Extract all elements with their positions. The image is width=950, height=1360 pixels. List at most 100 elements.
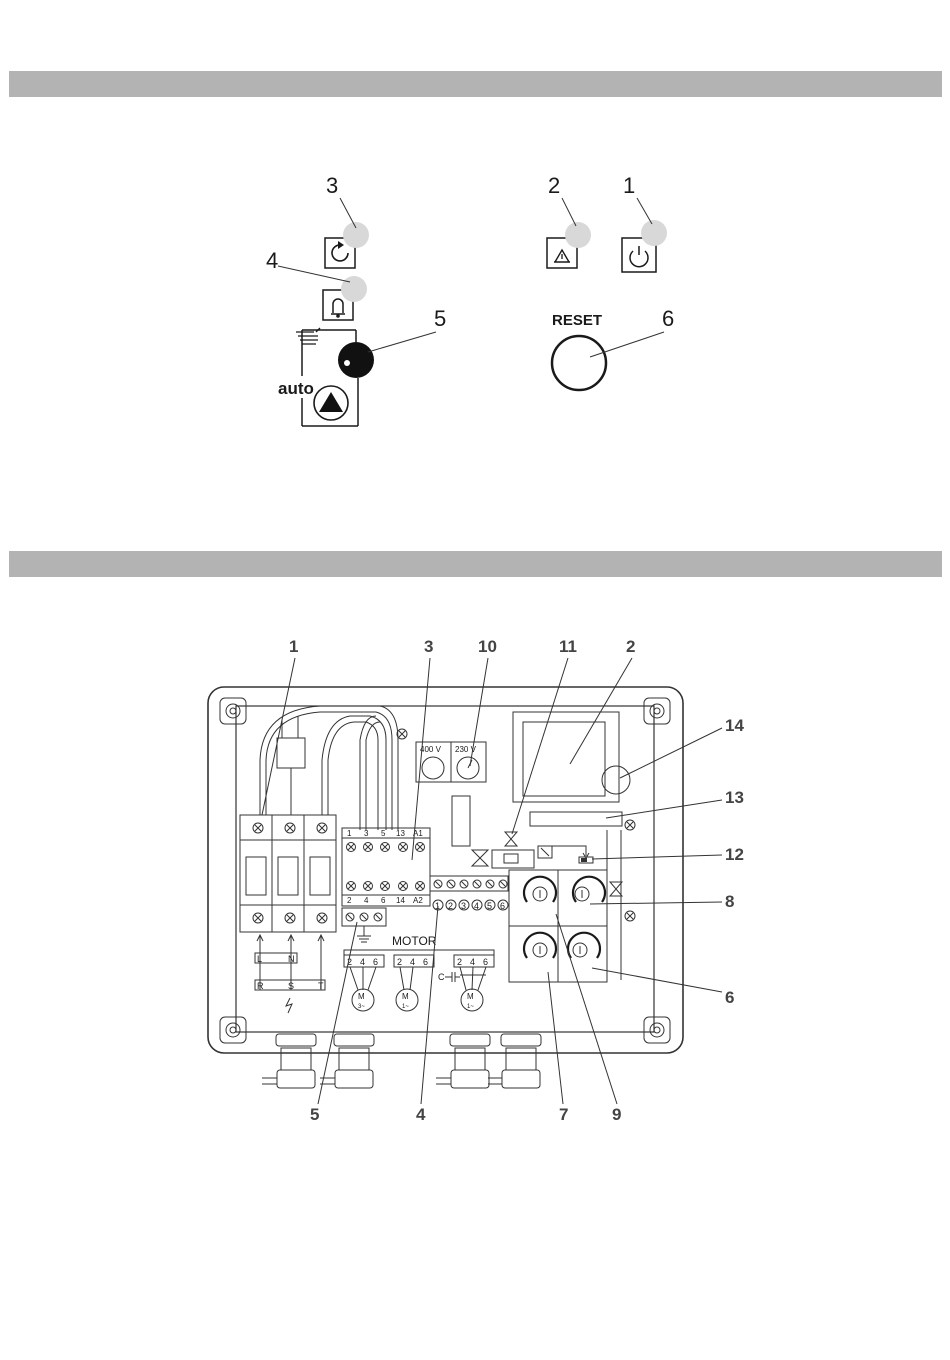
motor-symbol-sub: 3~ <box>358 1004 365 1010</box>
motor-symbol-sub: 1~ <box>402 1004 409 1010</box>
enclosure-inner <box>236 706 654 1032</box>
phase-s-label: S <box>288 981 294 991</box>
contactor: 1 3 5 13 A1 2 4 6 14 A2 <box>342 828 430 906</box>
contactor-pin-label: 14 <box>396 896 405 905</box>
motor-pin: 2 <box>457 957 462 967</box>
callout-8: 8 <box>725 892 734 911</box>
callout-13: 13 <box>725 788 744 807</box>
fuse-strip <box>530 812 622 826</box>
pump-icon <box>319 392 343 412</box>
potentiometer <box>524 933 556 958</box>
callout-5: 5 <box>434 306 446 331</box>
terminal-number: 6 <box>500 901 505 911</box>
callout-3: 3 <box>326 173 338 198</box>
motor-pin: 6 <box>423 957 428 967</box>
callout-2: 2 <box>626 637 635 656</box>
cable-gland <box>262 1034 316 1088</box>
terminal-number: 3 <box>461 901 466 911</box>
lightning-icon <box>286 998 292 1013</box>
motor-pin: 2 <box>397 957 402 967</box>
callout-9: 9 <box>612 1105 621 1124</box>
callout-3: 3 <box>424 637 433 656</box>
cable-glands <box>262 1034 541 1088</box>
motor-label: MOTOR <box>392 934 437 948</box>
phase-t-label: T <box>318 981 324 991</box>
power-indicator <box>622 220 667 272</box>
pump-running-indicator <box>325 222 369 268</box>
control-box-diagram: L N R S T 1 3 <box>208 637 744 1124</box>
callout-7: 7 <box>559 1105 568 1124</box>
cable-gland <box>488 1034 541 1088</box>
timer-icon <box>472 850 488 866</box>
potentiometer <box>568 933 600 958</box>
timer-icon <box>610 882 622 896</box>
callout-11: 11 <box>559 637 577 656</box>
contactor-pin-label: 2 <box>347 896 352 905</box>
ground-icon <box>357 936 371 942</box>
reset-button <box>552 336 606 390</box>
phase-r-label: R <box>257 981 264 991</box>
alarm-indicator <box>323 276 367 320</box>
callout-1: 1 <box>289 637 298 656</box>
callout-6: 6 <box>725 988 734 1007</box>
auto-label: auto <box>278 379 314 398</box>
timer-icon <box>505 832 517 846</box>
motor-symbol-m: M <box>358 992 365 1001</box>
cable-gland <box>436 1034 490 1088</box>
selector-knob <box>338 342 374 378</box>
voltage-400-label: 400 V <box>420 745 442 754</box>
phase-l-label: L <box>257 954 262 964</box>
led <box>641 220 667 246</box>
ground-terminal-block <box>342 908 386 942</box>
callout-4: 4 <box>266 248 278 273</box>
phase-n-label: N <box>288 954 295 964</box>
callout-2: 2 <box>548 173 560 198</box>
transformer <box>513 712 619 802</box>
potentiometer <box>524 877 556 902</box>
potentiometer <box>573 877 605 902</box>
motor-symbol-sub: 1~ <box>467 1004 474 1010</box>
led <box>341 276 367 302</box>
motor-symbol-m: M <box>467 992 474 1001</box>
contactor-pin-label: 5 <box>381 829 386 838</box>
control-panel-diagram: 3 4 auto 5 <box>266 173 674 426</box>
contactor-pin-label: 1 <box>347 829 352 838</box>
terminal-number: 2 <box>448 901 453 911</box>
led <box>343 222 369 248</box>
bell-icon <box>331 299 345 314</box>
motor-pin: 4 <box>360 957 365 967</box>
motor-pin: 6 <box>483 957 488 967</box>
callout-1: 1 <box>623 173 635 198</box>
motor-symbol-m: M <box>402 992 409 1001</box>
voltage-selector: 400 V 230 V <box>397 729 486 782</box>
motor-pin: 4 <box>410 957 415 967</box>
supply-terminals: L N R S T <box>255 935 325 1013</box>
callout-12: 12 <box>725 845 744 864</box>
motor-pin: 4 <box>470 957 475 967</box>
cable-gland <box>320 1034 374 1088</box>
motor-pin: 6 <box>373 957 378 967</box>
motor-connection-diagram: MOTOR 2 4 6 2 4 6 2 4 6 M 3~ M 1~ M 1~ <box>344 934 494 1011</box>
potentiometer-block <box>509 870 607 982</box>
cable-gland-knob <box>602 766 630 794</box>
thermal-icon <box>538 846 552 858</box>
fault-indicator <box>547 222 591 268</box>
contactor-pin-label: 6 <box>381 896 386 905</box>
capacitor-label: C <box>438 972 445 982</box>
mode-selector <box>296 328 374 426</box>
reset-label: RESET <box>552 312 602 329</box>
callout-6: 6 <box>662 306 674 331</box>
callout-5: 5 <box>310 1105 319 1124</box>
callout-10: 10 <box>478 637 497 656</box>
circuit-breaker <box>240 815 336 932</box>
contactor-pin-label: 3 <box>364 829 369 838</box>
terminal-number: 4 <box>474 901 479 911</box>
dip-switch <box>492 850 534 868</box>
contactor-pin-label: A2 <box>413 896 423 905</box>
callout-4: 4 <box>416 1105 426 1124</box>
contactor-pin-label: 13 <box>396 829 405 838</box>
terminal-strip: 1 2 3 4 5 6 <box>430 876 508 911</box>
contactor-pin-label: 4 <box>364 896 369 905</box>
capacitor-icon <box>445 972 460 982</box>
